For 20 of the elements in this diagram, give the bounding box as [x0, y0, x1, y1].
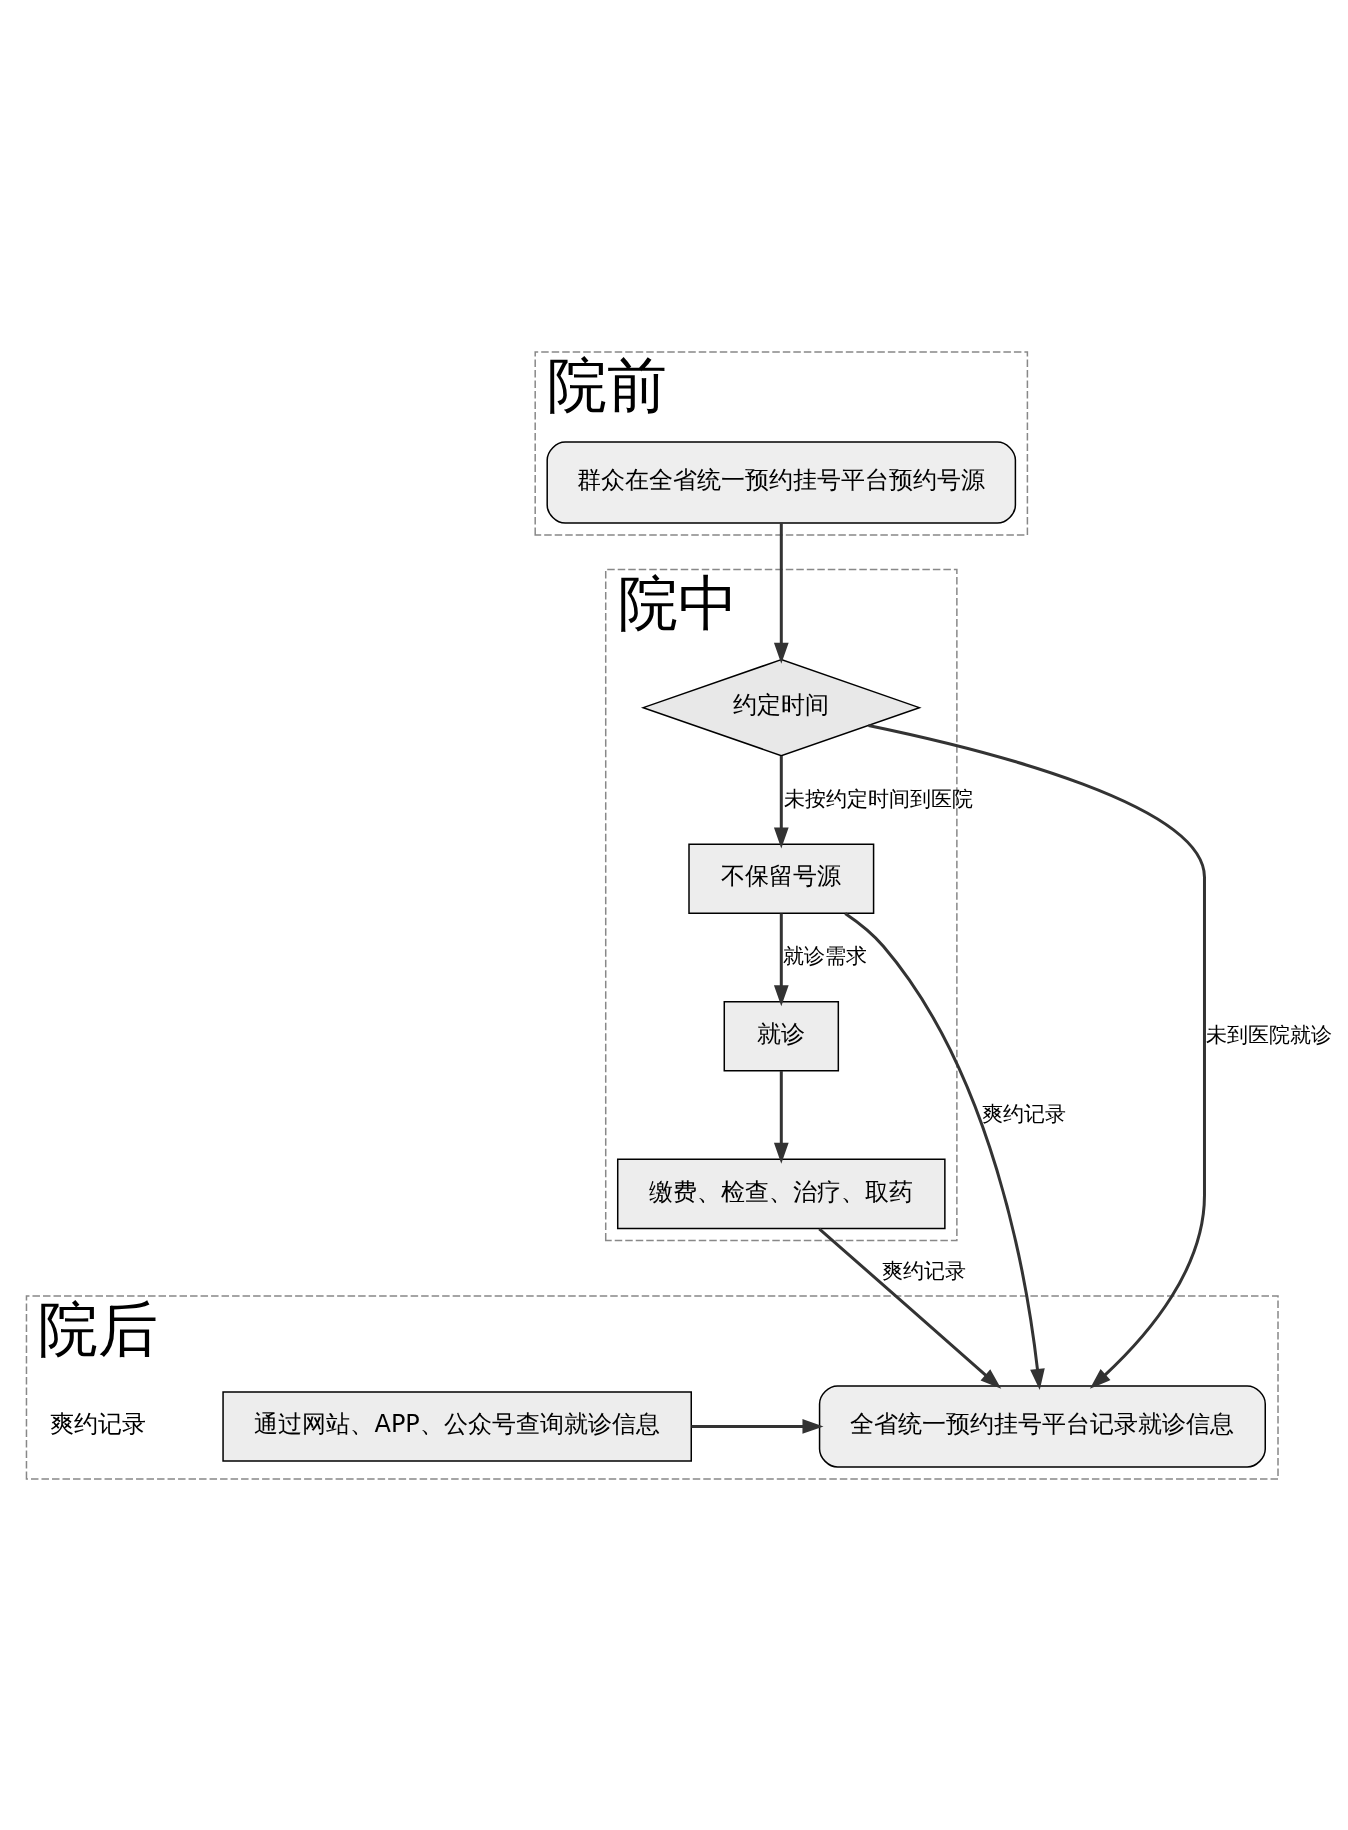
arrow [773, 1070, 789, 1164]
edge-label: 未按约定时间到医院 [783, 786, 973, 810]
node-box: 全省统一预约挂号平台记录就诊信息 [818, 1384, 1266, 1468]
node-box: 群众在全省统一预约挂号平台预约号源 [546, 440, 1017, 524]
node-box: 通过网站、APP、公众号查询就诊信息 [222, 1390, 692, 1462]
arrow [691, 1418, 824, 1434]
node-box: 缴费、检查、治疗、取药 [617, 1158, 946, 1229]
arrow [844, 911, 1045, 1390]
edge-label: 爽约记录 [982, 1101, 1067, 1126]
node-diamond: 约定时间 [640, 658, 922, 756]
node-box: 不保留号源 [688, 842, 875, 914]
edge-label: 就诊需求 [782, 943, 867, 968]
edge-label: 爽约记录 [881, 1258, 966, 1283]
label: 爽约记录 [50, 1409, 147, 1438]
arrow [773, 755, 789, 848]
arrow [868, 723, 1206, 1389]
arrow [773, 912, 789, 1006]
edge-label: 未到医院就诊 [1206, 1022, 1333, 1047]
arrow [773, 522, 789, 664]
node-box: 就诊 [723, 1000, 840, 1072]
